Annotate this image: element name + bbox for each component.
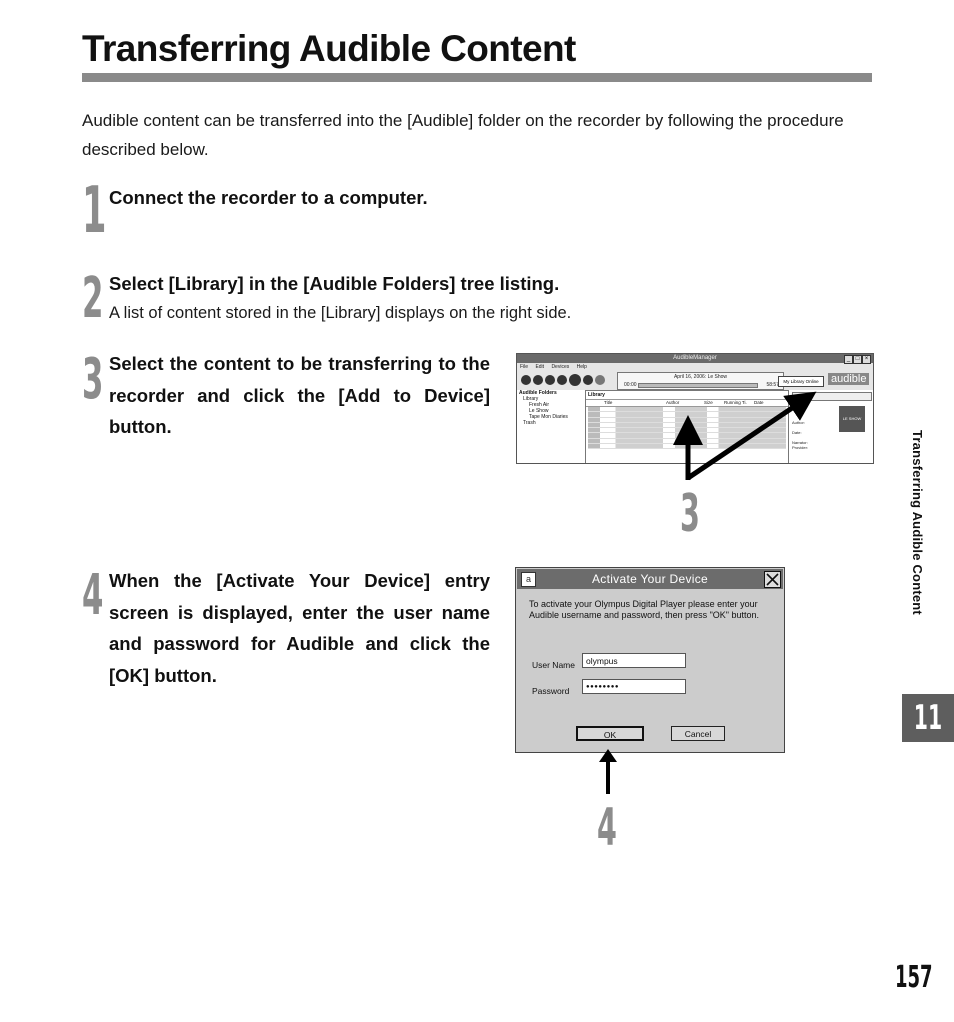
play-icon <box>569 374 581 386</box>
dialog-message: To activate your Olympus Digital Player … <box>529 599 760 620</box>
step-1-number: 1 <box>82 174 107 248</box>
app-icon: a <box>521 572 536 587</box>
chapter-badge: 11 <box>902 694 954 742</box>
side-tab-label: Transferring Audible Content <box>910 430 925 615</box>
intro-paragraph: Audible content can be transferred into … <box>82 111 844 159</box>
maximize-icon: □ <box>853 355 862 364</box>
audible-folders-tree: Audible Folders Library Fresh Air Le Sho… <box>517 390 586 463</box>
am-menu-bar: File Edit Devices Help <box>520 364 587 370</box>
progress-track <box>638 383 758 388</box>
page-title: Transferring Audible Content <box>82 28 576 69</box>
rewind-icon <box>521 375 531 385</box>
step-2-detail: A list of content stored in the [Library… <box>109 304 572 322</box>
arrow-to-add-button <box>686 391 817 481</box>
dialog-title: Activate Your Device <box>591 572 709 586</box>
ok-button[interactable]: OK <box>576 726 644 741</box>
folder-le-show: Le Show <box>529 408 549 414</box>
list-item <box>588 407 786 413</box>
username-input[interactable]: olympus <box>582 653 686 668</box>
col-title: Title <box>604 400 613 405</box>
chapter-number: 11 <box>913 698 943 738</box>
password-label: Password <box>532 686 570 696</box>
close-icon: × <box>862 355 871 364</box>
col-running-time: Running Ti. <box>724 400 747 405</box>
folders-header: Audible Folders <box>519 390 557 396</box>
side-tab: Transferring Audible Content <box>904 430 930 670</box>
step-4-number: 4 <box>82 563 104 628</box>
step-4-heading: When the [Activate Your Device] entry sc… <box>109 570 490 686</box>
cancel-button[interactable]: Cancel <box>671 726 725 741</box>
label-narrator: Narrator: <box>792 440 808 445</box>
col-size: Size <box>704 400 713 405</box>
username-label: User Name <box>532 660 575 670</box>
label-author: Author: <box>792 420 805 425</box>
minimize-icon: _ <box>844 355 853 364</box>
callout-3: 3 <box>680 484 700 544</box>
audible-logo: audible <box>828 373 870 385</box>
callout-4: 4 <box>597 798 617 858</box>
password-input[interactable]: ●●●●●●●● <box>582 679 686 694</box>
now-playing-title: April 16, 2006: Le Show <box>673 374 728 380</box>
close-icon[interactable] <box>764 571 781 588</box>
step-2-heading: Select [Library] in the [Audible Folders… <box>109 273 560 294</box>
step-3-heading: Select the content to be transferring to… <box>109 353 490 437</box>
library-columns: Title Author Size Running Ti. Date <box>586 400 788 407</box>
pause-icon <box>557 375 567 385</box>
folder-library: Library <box>523 396 539 402</box>
page-number: 157 <box>895 960 933 995</box>
forward-icon <box>583 375 593 385</box>
title-rule <box>82 73 872 82</box>
step-4-arrow <box>599 749 617 794</box>
library-header: Library <box>586 391 788 400</box>
my-library-online-button: My Library Online <box>778 376 824 387</box>
back-icon <box>533 375 543 385</box>
detail-labels: Author: Date: Narrator: Provider: <box>792 420 808 450</box>
step-2-number: 2 <box>82 266 104 331</box>
step-1-heading: Connect the recorder to a computer. <box>109 187 428 208</box>
am-window-title: AudibleManager <box>673 355 717 361</box>
step-3-number: 3 <box>82 347 104 412</box>
folder-tape-mon: Tape Mon Diaries <box>529 414 568 420</box>
folder-trash: Trash <box>523 420 536 426</box>
arrow-head <box>599 749 617 762</box>
time-end: 58:57 <box>766 382 779 388</box>
am-title-bar: AudibleManager <box>517 354 873 363</box>
volume-icon <box>595 375 605 385</box>
step-3-arrows <box>673 391 817 481</box>
now-playing-panel: April 16, 2006: Le Show 00:00 58:57 <box>617 372 784 390</box>
label-date: Date: <box>792 430 802 435</box>
label-provider: Provider: <box>792 445 809 450</box>
dialog-title-bar: a Activate Your Device <box>517 569 783 589</box>
cover-art: LE SHOW <box>839 406 865 432</box>
folder-fresh-air: Fresh Air <box>529 402 550 408</box>
col-author: Author <box>666 400 680 405</box>
col-date: Date <box>754 400 764 405</box>
stop-icon <box>545 375 555 385</box>
activate-device-dialog: a Activate Your Device To activate your … <box>515 567 785 753</box>
time-start: 00:00 <box>624 382 637 388</box>
